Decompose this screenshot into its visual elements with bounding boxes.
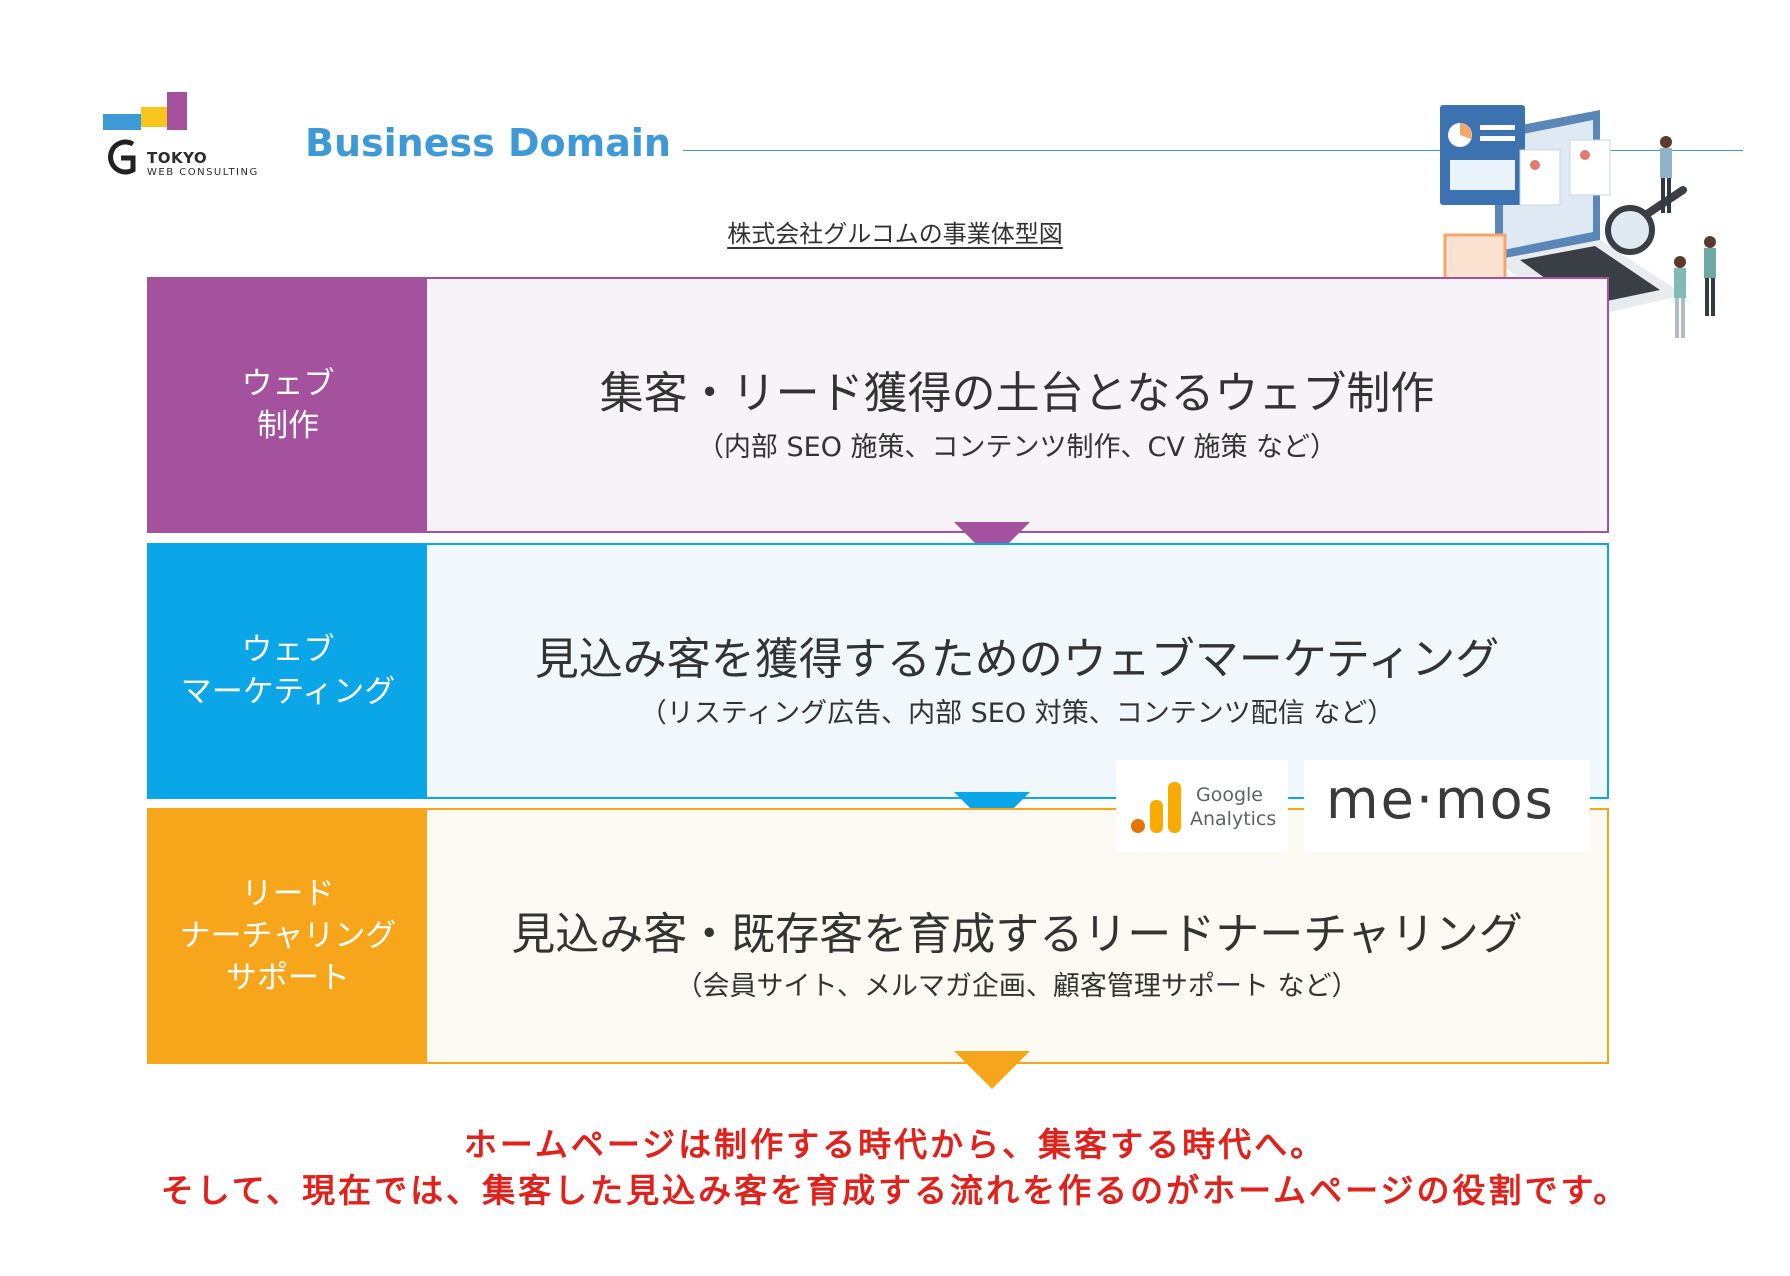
document-card [1569, 139, 1611, 196]
company-logo [103, 92, 187, 175]
row-label: リード ナーチャリング サポート [149, 810, 427, 1062]
person-figure [1674, 256, 1686, 338]
diagram-caption: 株式会社グルコムの事業体型図 [727, 220, 1063, 248]
row-subtitle: （リスティング広告、内部 SEO 対策、コンテンツ配信 など） [639, 698, 1395, 729]
orange-card [1443, 233, 1507, 282]
ga-logo-text: Google [1196, 784, 1264, 806]
ga-logo-text: Analytics [1190, 808, 1277, 830]
row-label: ウェブ 制作 [149, 279, 427, 531]
row-body: 見込み客を獲得するためのウェブマーケティング （リスティング広告、内部 SEO … [427, 545, 1607, 797]
header-divider [683, 150, 1743, 151]
row-title: 見込み客を獲得するためのウェブマーケティング [534, 634, 1500, 685]
google-analytics-logo: Google Analytics [1116, 760, 1288, 852]
row-title: 集客・リード獲得の土台となるウェブ制作 [599, 368, 1435, 419]
domain-row-web-marketing: ウェブ マーケティング 見込み客を獲得するためのウェブマーケティング （リスティ… [147, 543, 1609, 799]
down-arrow-icon [954, 1051, 1030, 1089]
document-card [1519, 149, 1561, 206]
person-figure [1660, 136, 1672, 213]
row-body: 見込み客・既存客を育成するリードナーチャリング （会員サイト、メルマガ企画、顧客… [427, 810, 1607, 1062]
row-title: 見込み客・既存客を育成するリードナーチャリング [511, 909, 1523, 960]
memos-logo-text: me·mos [1326, 768, 1555, 831]
magnifier-icon [1605, 205, 1655, 255]
person-figure [1704, 236, 1716, 316]
logo-yellow-block [141, 107, 167, 127]
conclusion-line: そして、現在では、集客した見込み客を育成する流れを作るのがホームページの役割です… [160, 1171, 1630, 1210]
analytics-bars-icon [1131, 782, 1181, 833]
conclusion-line: ホームページは制作する時代から、集客する時代へ。 [463, 1125, 1327, 1164]
domain-row-web-production: ウェブ 制作 集客・リード獲得の土台となるウェブ制作 （内部 SEO 施策、コン… [147, 277, 1609, 533]
page-title: Business Domain [305, 121, 671, 165]
row-subtitle: （内部 SEO 施策、コンテンツ制作、CV 施策 など） [696, 432, 1338, 463]
logo-g-mark [108, 139, 136, 175]
logo-name: TOKYO [147, 149, 208, 167]
memos-logo: me·mos [1304, 760, 1590, 852]
keyboard [1520, 246, 1660, 306]
logo-subtitle: WEB CONSULTING [147, 167, 259, 178]
logo-purple-block [167, 92, 187, 130]
row-body: 集客・リード獲得の土台となるウェブ制作 （内部 SEO 施策、コンテンツ制作、C… [427, 279, 1607, 531]
row-subtitle: （会員サイト、メルマガ企画、顧客管理サポート など） [675, 971, 1359, 1002]
logo-blue-block [103, 114, 141, 130]
row-label: ウェブ マーケティング [149, 545, 427, 797]
